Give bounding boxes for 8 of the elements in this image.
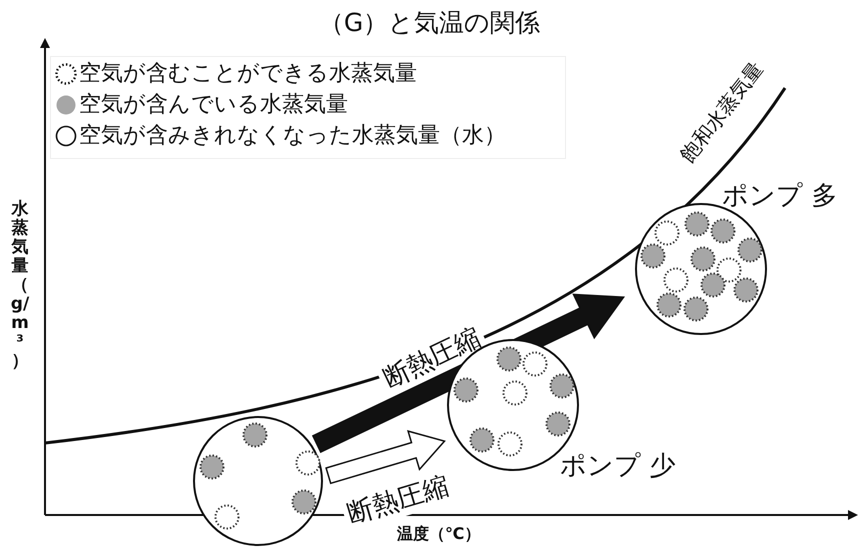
legend-text: 空気が含みきれなくなった水蒸気量（水） <box>79 122 506 150</box>
axis-label: 水蒸気量（g/m³） <box>10 200 30 371</box>
pump-caption: ポンプ 少 <box>560 450 676 483</box>
chart-title: （G）と気温の関係 <box>318 7 542 39</box>
pump-caption: ポンプ 多 <box>722 180 838 213</box>
arrow <box>325 430 446 484</box>
legend-text: 空気が含むことができる水蒸気量 <box>79 60 417 88</box>
legend-text: 空気が含んでいる水蒸気量 <box>79 91 348 119</box>
